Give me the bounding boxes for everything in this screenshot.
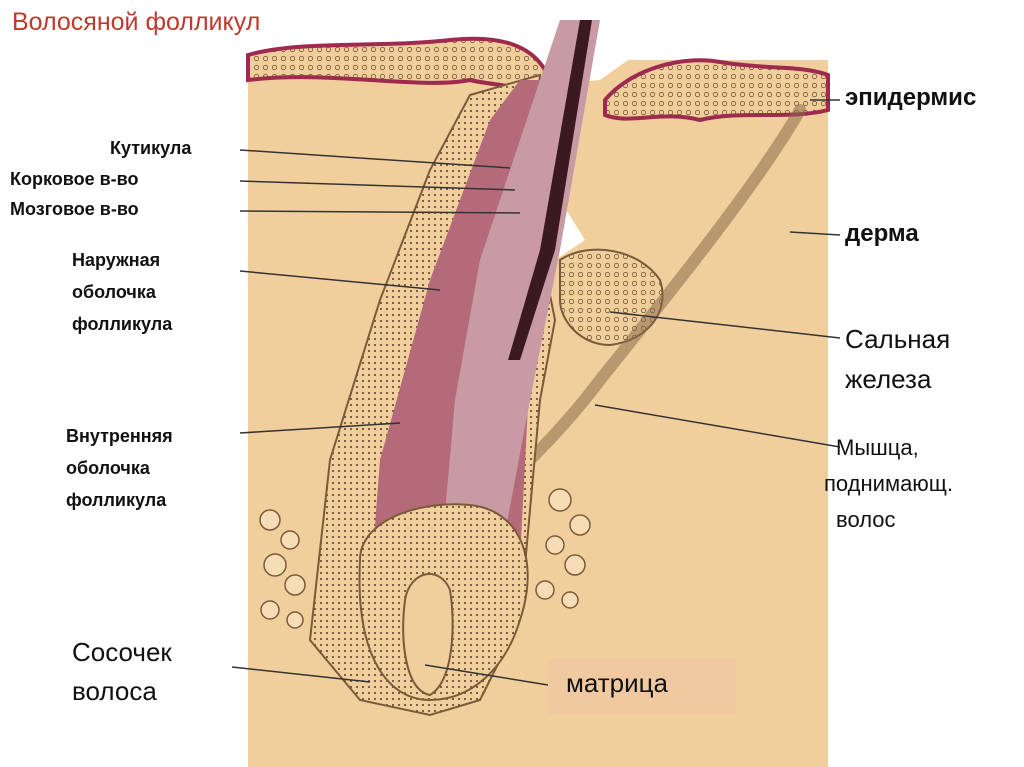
label-medulla: Мозговое в-во (10, 199, 139, 219)
label-cortex: Корковое в-во (10, 169, 139, 189)
label-matrix: матрица (566, 668, 669, 698)
label-papilla-2: волоса (72, 676, 157, 706)
leader-lines (231, 99, 841, 686)
label-sebaceous-2: железа (845, 364, 932, 394)
hair-medulla (508, 20, 592, 360)
label-muscle-1: Мышца, (836, 435, 919, 460)
label-epidermis: эпидермис (845, 84, 977, 111)
dermal-papilla (402, 573, 454, 697)
label-outer-sheath-1: Наружная (72, 250, 161, 270)
label-outer-sheath-2: оболочка (72, 282, 156, 302)
label-inner-sheath-1: Внутренняя (66, 426, 173, 446)
label-muscle-2: поднимающ. (824, 471, 954, 496)
fat-cells (259, 488, 591, 629)
matrix-label-box: матрица (548, 658, 736, 714)
arrector-muscle (514, 104, 806, 476)
label-inner-sheath-2: оболочка (66, 458, 150, 478)
label-muscle-3: волос (836, 507, 896, 532)
epidermis-right (603, 58, 830, 123)
label-dermis: дерма (845, 220, 919, 247)
label-outer-sheath-3: фолликула (72, 314, 173, 334)
label-sebaceous-1: Сальная (845, 324, 951, 354)
diagram-title: Волосяной фолликул (12, 8, 261, 36)
label-cuticle: Кутикула (110, 138, 192, 158)
label-inner-sheath-3: фолликула (66, 490, 167, 510)
label-papilla-1: Сосочек (72, 637, 172, 667)
